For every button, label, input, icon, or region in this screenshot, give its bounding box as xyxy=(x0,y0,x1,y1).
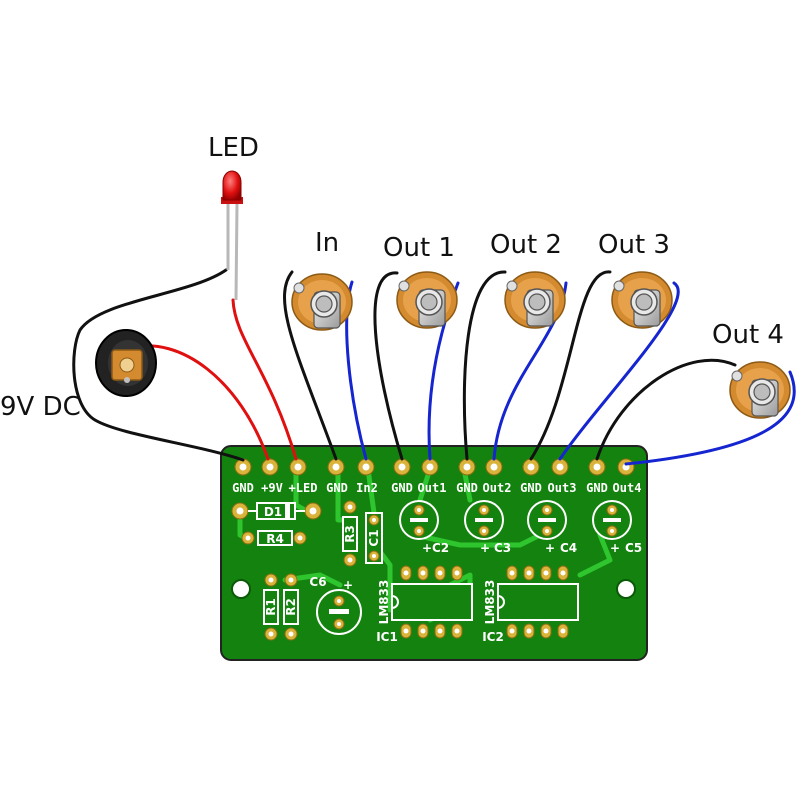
ic1-label: IC1 xyxy=(376,630,398,644)
c4-label: C4 xyxy=(560,541,577,555)
mounting-hole-left xyxy=(231,579,251,599)
out2-label: Out 2 xyxy=(490,230,562,260)
capacitor-c2: + C2 xyxy=(399,500,449,555)
c3-plus: + xyxy=(480,541,490,555)
wire-gnd-out4 xyxy=(595,358,737,461)
ic2-label: IC2 xyxy=(482,630,504,644)
d1-label: D1 xyxy=(264,505,282,519)
c6-label: C6 xyxy=(309,575,326,589)
header-label: Out1 xyxy=(418,481,447,495)
ic2: LM833 IC2 xyxy=(482,565,579,644)
header-label: Out3 xyxy=(548,481,577,495)
r3-label: R3 xyxy=(343,525,357,543)
header-label: In2 xyxy=(356,481,378,495)
c5-plus: + xyxy=(610,541,620,555)
r2-label: R2 xyxy=(284,598,298,616)
r4-label: R4 xyxy=(266,532,284,546)
c5-label: C5 xyxy=(625,541,642,555)
wire-gnd-out3 xyxy=(529,270,612,461)
wire-gnd-out2 xyxy=(462,270,507,461)
wire-out4 xyxy=(624,370,796,466)
jack-out4 xyxy=(729,361,791,419)
header-label: GND xyxy=(232,481,254,495)
header-label: GND xyxy=(391,481,413,495)
header-pads xyxy=(234,458,635,476)
capacitor-c5: + C5 xyxy=(592,500,642,555)
c6-plus: + xyxy=(343,578,353,592)
capacitor-c1: C1 xyxy=(365,512,383,564)
header-label: +LED xyxy=(289,481,318,495)
wire-led-plus xyxy=(231,298,298,461)
ic1-part-label: LM833 xyxy=(377,580,391,625)
header-label: +9V xyxy=(261,481,283,495)
header-label: GND xyxy=(520,481,542,495)
c2-plus: + xyxy=(422,541,432,555)
out3-label: Out 3 xyxy=(598,230,670,260)
header-label: GND xyxy=(586,481,608,495)
header-label: Out2 xyxy=(483,481,512,495)
header-label: GND xyxy=(456,481,478,495)
pcb-board: GND +9V +LED GND In2 GND Out1 GND Out2 G… xyxy=(220,445,648,661)
resistor-r1: R1 xyxy=(263,573,279,641)
out4-label: Out 4 xyxy=(712,320,784,350)
out1-label: Out 1 xyxy=(383,233,455,263)
dc-power-jack xyxy=(95,329,157,397)
wires xyxy=(72,268,796,466)
led-label: LED xyxy=(208,133,259,163)
wire-gnd-in xyxy=(283,270,338,461)
dc-label: 9V DC xyxy=(0,392,81,422)
jack-in xyxy=(291,273,353,331)
header-label: GND xyxy=(326,481,348,495)
ic1: LM833 IC1 xyxy=(376,565,473,644)
led-component xyxy=(221,170,243,301)
jack-out1 xyxy=(396,271,458,329)
header-label: Out4 xyxy=(613,481,642,495)
mounting-hole-right xyxy=(616,579,636,599)
capacitor-c4: + C4 xyxy=(527,500,577,555)
capacitor-c6: C6 + xyxy=(309,575,362,635)
c1-label: C1 xyxy=(367,529,381,546)
in-label: In xyxy=(315,228,339,258)
wire-gnd-dc xyxy=(72,268,245,462)
jack-out3 xyxy=(611,271,673,329)
wire-out3 xyxy=(558,281,680,461)
resistor-r2: R2 xyxy=(283,573,299,641)
diode-d1: D1 xyxy=(231,502,322,520)
r1-label: R1 xyxy=(264,598,278,616)
c3-label: C3 xyxy=(494,541,511,555)
resistor-r3: R3 xyxy=(342,500,358,567)
c4-plus: + xyxy=(545,541,555,555)
capacitor-c3: + C3 xyxy=(464,500,511,555)
wire-gnd-out1 xyxy=(373,271,404,461)
jack-out2 xyxy=(504,271,566,329)
resistor-r4: R4 xyxy=(241,530,307,546)
ic2-part-label: LM833 xyxy=(483,580,497,625)
c2-label: C2 xyxy=(432,541,449,555)
header-labels: GND +9V +LED GND In2 GND Out1 GND Out2 G… xyxy=(232,481,641,495)
